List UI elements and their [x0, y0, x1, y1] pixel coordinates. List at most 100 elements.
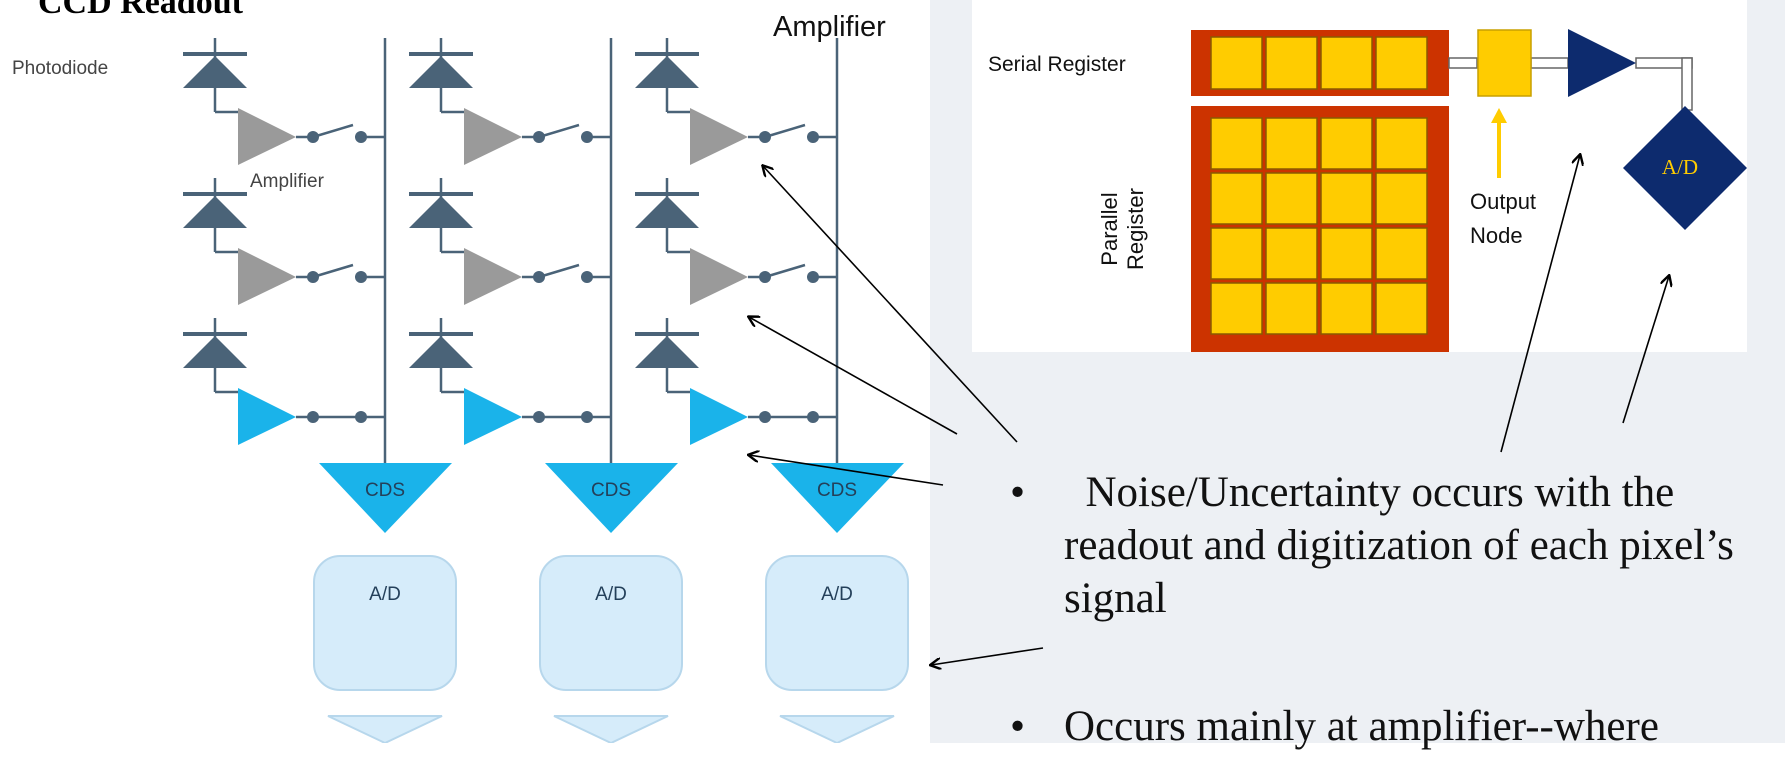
output-node-label-line2: Node	[1470, 223, 1523, 248]
serial-cell-3	[1320, 36, 1373, 90]
serial-register-label: Serial Register	[988, 53, 1126, 76]
cds-label-2: CDS	[591, 480, 631, 501]
arrow-to-pixel-amp-row3	[749, 455, 944, 486]
parallel-cell-r1-c2	[1265, 117, 1318, 170]
cds-label-3: CDS	[817, 480, 857, 501]
photodiode-icon	[409, 336, 473, 368]
parallel-cell-r4-c4	[1375, 282, 1428, 335]
photodiode-icon	[635, 196, 699, 228]
output-node-label-line1: Output	[1470, 189, 1536, 214]
pixel-r2-c2	[409, 178, 611, 305]
pixel-amplifier-icon	[690, 248, 748, 305]
switch-open	[538, 123, 580, 139]
bullet-dot-2: •	[1010, 703, 1026, 750]
ccd-amplifier-triangle	[1568, 29, 1636, 97]
bullet-point-1: • Noise/Uncertainty occurs with the read…	[1010, 466, 1780, 636]
pixel-amplifier-icon	[464, 388, 522, 445]
arrow-to-pixel-amp-row2	[749, 317, 958, 435]
parallel-cell-r4-c1	[1210, 282, 1263, 335]
bullet-text-1: Noise/Uncertainty occurs with the readou…	[1064, 469, 1745, 622]
parallel-cell-r1-c4	[1375, 117, 1428, 170]
parallel-cell-r1-c1	[1210, 117, 1263, 170]
pixel-r1-c3	[635, 38, 837, 165]
cds-triangle-3	[771, 463, 904, 533]
ccd-diagram: Serial Register Parallel Register Output…	[988, 29, 1747, 352]
parallel-cell-r2-c1	[1210, 172, 1263, 225]
parallel-cell-r2-c2	[1265, 172, 1318, 225]
annotation-arrows	[749, 155, 1669, 665]
cmos-readout-diagram: Photodiode Amplifier Amplifier CDS CDS C…	[12, 11, 909, 745]
connector-node-to-amplifier	[1530, 57, 1569, 69]
arrow-to-ccd-amplifier	[1500, 155, 1580, 453]
photodiode-icon	[635, 56, 699, 88]
pixel-r2-c3	[635, 178, 837, 305]
pixel-amplifier-icon	[690, 108, 748, 165]
pixel-array	[183, 38, 837, 445]
pixel-r3-c3	[635, 318, 837, 445]
photodiode-label: Photodiode	[12, 58, 108, 79]
parallel-cell-r2-c3	[1320, 172, 1373, 225]
pixel-amplifier-icon	[464, 108, 522, 165]
switch-open	[764, 123, 806, 139]
arrow-to-ad-converter	[931, 647, 1044, 665]
pixel-amplifier-label: Amplifier	[250, 171, 325, 192]
pixel-r3-c2	[409, 318, 611, 445]
pixel-r3-c1	[183, 318, 385, 445]
parallel-register-label-line1: Parallel	[1097, 192, 1122, 265]
bullet-text-2: Occurs mainly at amplifier--where	[1064, 703, 1659, 750]
parallel-cell-r2-c4	[1375, 172, 1428, 225]
parallel-cell-r3-c3	[1320, 227, 1373, 280]
parallel-cell-r4-c3	[1320, 282, 1373, 335]
serial-cell-4	[1375, 36, 1428, 90]
ad-converter-2	[539, 555, 683, 691]
photodiode-icon	[409, 196, 473, 228]
switch-open	[312, 263, 354, 279]
output-arrow-1	[327, 715, 443, 745]
output-node-arrow-head	[1491, 108, 1507, 123]
bullet-dot-1: •	[1010, 469, 1026, 516]
parallel-cell-r4-c2	[1265, 282, 1318, 335]
ad-label-3: A/D	[821, 584, 853, 605]
output-arrow-3	[779, 715, 895, 745]
switch-open	[312, 123, 354, 139]
ad-converter-3	[765, 555, 909, 691]
pixel-r1-c1	[183, 38, 385, 165]
bullet-point-2: • Occurs mainly at amplifier--where	[1010, 700, 1780, 760]
photodiode-icon	[409, 56, 473, 88]
serial-cell-1	[1210, 36, 1263, 90]
slide-title: CCD Readout	[38, 0, 243, 21]
output-arrow-2	[553, 715, 669, 745]
connector-serial-to-node	[1448, 57, 1478, 69]
parallel-register-label-line2: Register	[1123, 188, 1148, 270]
ad-label-1: A/D	[369, 584, 401, 605]
pixel-amplifier-icon	[238, 388, 296, 445]
connector-down-to-ad	[1681, 57, 1693, 111]
ccd-ad-label: A/D	[1662, 155, 1698, 179]
ad-converter-1	[313, 555, 457, 691]
serial-register-cells	[1210, 36, 1428, 90]
parallel-cell-r1-c3	[1320, 117, 1373, 170]
pixel-amplifier-icon	[238, 108, 296, 165]
cds-triangle-2	[545, 463, 678, 533]
photodiode-icon	[635, 336, 699, 368]
switch-open	[538, 263, 580, 279]
pixel-r2-c1	[183, 178, 385, 305]
parallel-register-cells	[1210, 117, 1428, 335]
pixel-amplifier-icon	[464, 248, 522, 305]
ccd-ad-diamond	[1623, 106, 1747, 230]
serial-cell-2	[1265, 36, 1318, 90]
ad-label-2: A/D	[595, 584, 627, 605]
photodiode-icon	[183, 56, 247, 88]
photodiode-icon	[183, 336, 247, 368]
amplifier-label: Amplifier	[773, 11, 886, 43]
arrow-to-ccd-ad	[1622, 276, 1669, 424]
slide: Photodiode Amplifier Amplifier CDS CDS C…	[12, 0, 1785, 750]
parallel-cell-r3-c4	[1375, 227, 1428, 280]
parallel-cell-r3-c1	[1210, 227, 1263, 280]
parallel-cell-r3-c2	[1265, 227, 1318, 280]
cds-triangle-1	[319, 463, 452, 533]
pixel-amplifier-icon	[690, 388, 748, 445]
output-node	[1477, 29, 1532, 97]
pixel-amplifier-icon	[238, 248, 296, 305]
arrow-to-pixel-amp-row1	[763, 166, 1018, 443]
